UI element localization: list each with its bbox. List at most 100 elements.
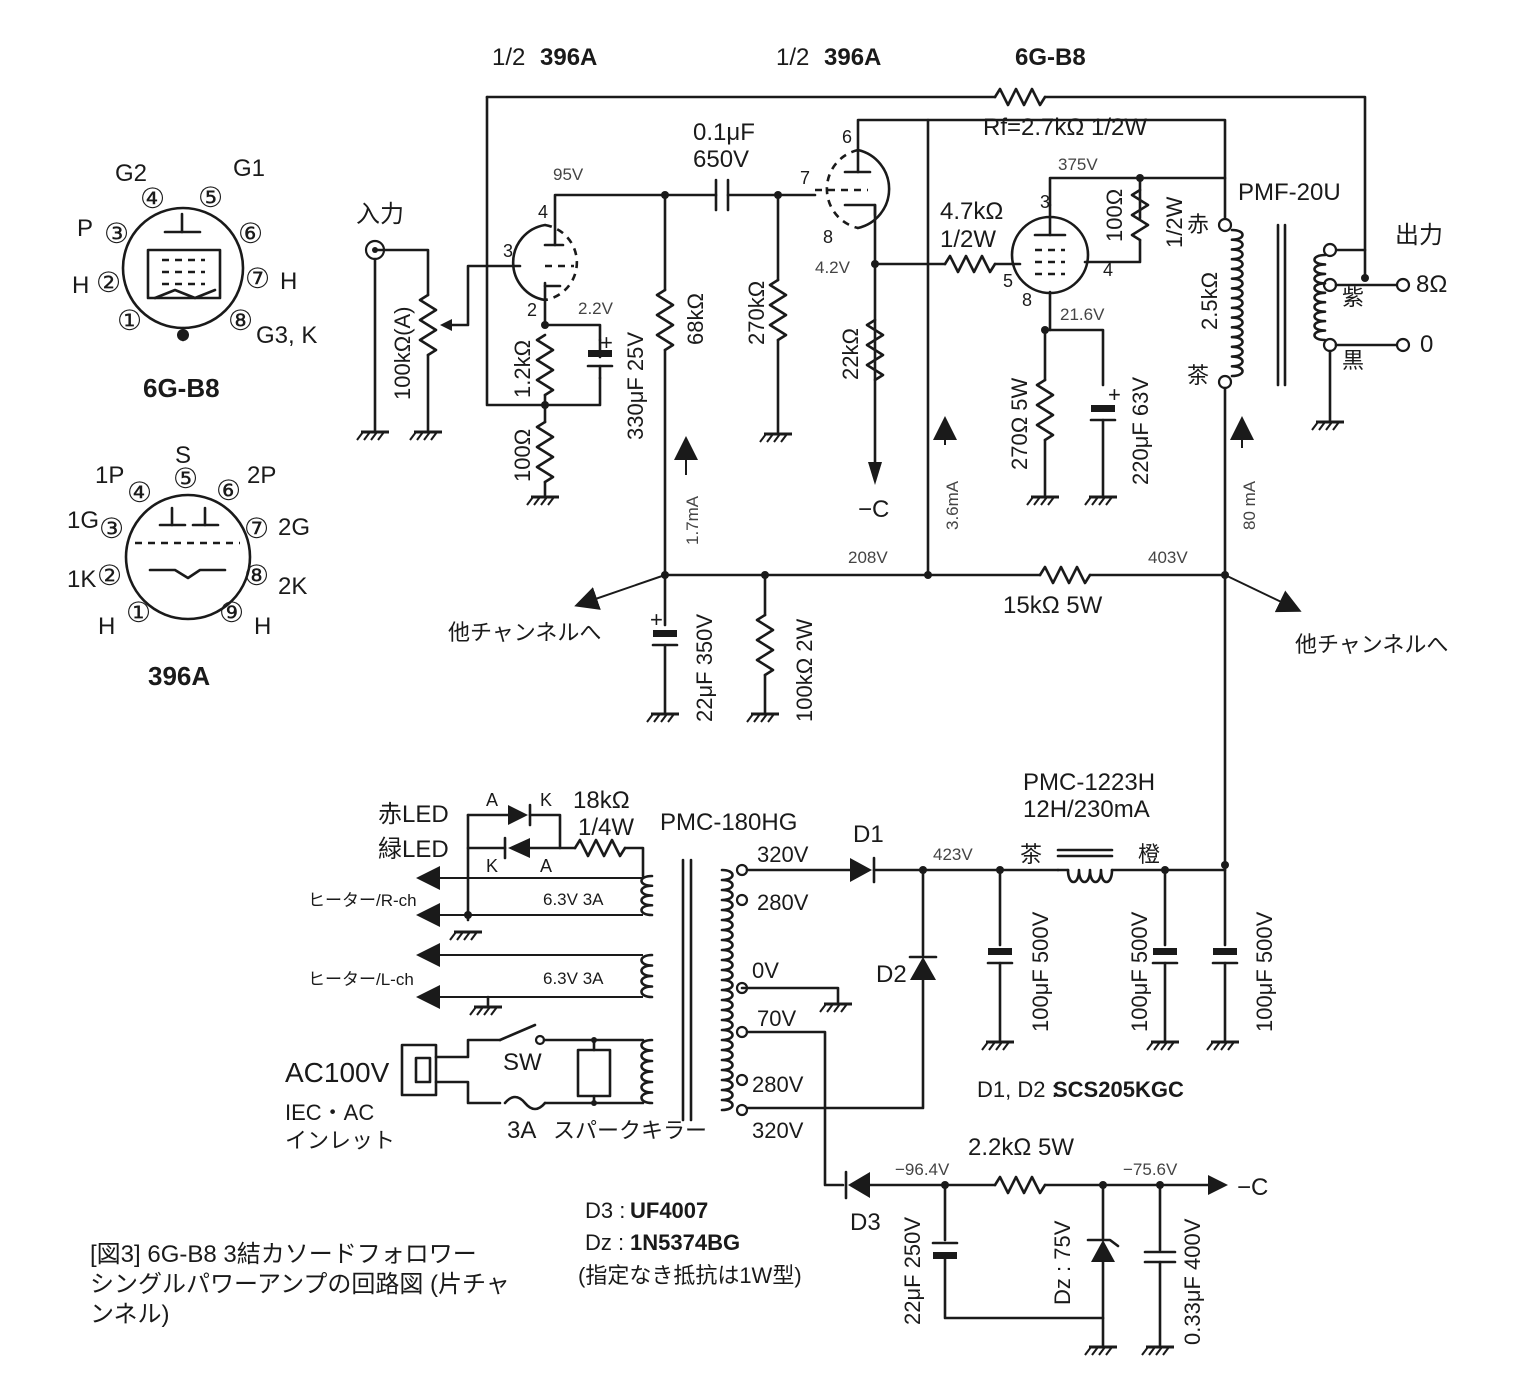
pin-4: ④ <box>127 477 152 508</box>
heater-l-rating: 6.3V 3A <box>543 969 604 988</box>
iec-inlet[interactable] <box>400 1043 438 1097</box>
v3-g2-pin: 4 <box>1103 260 1113 280</box>
v3-g1-pin: 5 <box>1003 271 1013 291</box>
node-423v: 423V <box>933 845 973 864</box>
v3-current: 80 mA <box>1240 480 1259 530</box>
fuse <box>503 1095 547 1111</box>
pin-5: ⑤ <box>198 182 223 213</box>
node-neg-75: −75.6V <box>1123 1160 1178 1179</box>
opt-black-lead: 黒 <box>1342 348 1364 373</box>
v3-grid-resistor-watt: 1/2W <box>940 226 996 253</box>
output-transformer: PMF-20U 出力 8Ω 0 赤 茶 紫 黒 2.5kΩ <box>1187 179 1447 432</box>
v3-cathode-voltage: 21.6V <box>1060 305 1105 324</box>
volume-pot-label: 100kΩ(A) <box>390 307 415 400</box>
neg-resistor-label: 2.2kΩ 5W <box>968 1134 1074 1161</box>
v1-rk-label: 1.2kΩ <box>510 340 535 398</box>
opt-secondary-coil <box>1313 253 1327 342</box>
iec-label-2: インレット <box>285 1128 395 1153</box>
pin-1: ① <box>117 305 142 336</box>
pin-label-h-left: H <box>98 613 115 640</box>
pinout-title-6g-b8: 6G-B8 <box>143 373 220 403</box>
v1-rk2-label: 100Ω <box>510 429 535 482</box>
pin-label-g2: G2 <box>115 160 147 187</box>
pin-6: ⑥ <box>216 475 241 506</box>
power-switch[interactable] <box>498 1023 537 1042</box>
dz-note-part: 1N5374BG <box>630 1230 740 1255</box>
v1-tube: 4 3 2 95V 2.2V <box>503 165 667 327</box>
v3-cathode-pin: 8 <box>1022 290 1032 310</box>
pin-label-s: S <box>175 442 191 469</box>
power-transformer: PMC-180HG 320V 280V 0V 70V 280V 320V <box>660 809 809 1143</box>
coupling-cap-value: 0.1μF <box>693 119 755 146</box>
d2-label: D2 <box>876 961 907 988</box>
iec-label-1: IEC・AC <box>285 1100 374 1125</box>
led-red-label: 赤LED <box>378 801 449 828</box>
v3-plate-voltage: 375V <box>1058 155 1098 174</box>
pin-label-p: P <box>77 215 93 242</box>
led-resistor-watt: 1/4W <box>578 814 634 841</box>
v3-ck-label: 220μF 63V <box>1128 377 1153 485</box>
pin-label-2k: 2K <box>278 573 307 600</box>
d3-note-part: UF4007 <box>630 1198 708 1223</box>
pin-label-h-left: H <box>72 272 89 299</box>
sec-70: 70V <box>757 1006 796 1031</box>
reservoir-cap-a-label: 100μF 500V <box>1028 911 1053 1032</box>
choke-rating: 12H/230mA <box>1023 796 1150 823</box>
pin-2: ② <box>96 267 121 298</box>
output-tap-0: 0 <box>1420 331 1433 358</box>
heater-r-rating: 6.3V 3A <box>543 890 604 909</box>
d12-note-part: SCS205KGC <box>1053 1077 1184 1102</box>
neg-out-label: −C <box>1237 1174 1268 1201</box>
caption-line-2: シングルパワーアンプの回路図 (片チャ <box>90 1271 510 1298</box>
choke-coil <box>1066 868 1114 884</box>
led-red-kathode: K <box>540 790 552 810</box>
heater-l-label: ヒーター/L-ch <box>308 970 414 989</box>
neg-cap2-label: 0.33μF 400V <box>1180 1218 1205 1345</box>
pin-label-1g: 1G <box>67 507 99 534</box>
pin-5: ⑤ <box>173 463 198 494</box>
dz-note-label: Dz : <box>585 1230 624 1255</box>
input-label: 入力 <box>356 201 404 228</box>
dropping-resistor-label: 15kΩ 5W <box>1003 592 1103 619</box>
pin-4: ④ <box>140 183 165 214</box>
v1-plate-voltage: 95V <box>553 165 584 184</box>
v2-current: 3.6mA <box>943 480 962 530</box>
v2-rg-label: 270kΩ <box>744 281 769 345</box>
filter-cap-c-label: 100μF 500V <box>1252 911 1277 1032</box>
choke-name: PMC-1223H <box>1023 769 1155 796</box>
power-transformer-name: PMC-180HG <box>660 809 797 836</box>
resistor-note: (指定なき抵抗は1W型) <box>578 1263 802 1288</box>
v1-rp-label: 68kΩ <box>683 293 708 345</box>
v1-current: 1.7mA <box>683 495 702 545</box>
opt-primary-impedance: 2.5kΩ <box>1197 272 1222 330</box>
pin-8: ⑧ <box>244 560 269 591</box>
pin-label-h-right: H <box>254 613 271 640</box>
caption-line-1: [図3] 6G-B8 3結カソードフォロワー <box>90 1241 477 1268</box>
v1-ck-label: 330μF 25V <box>623 332 648 440</box>
sec-280a: 280V <box>757 890 809 915</box>
pt-primary-coil <box>640 1038 654 1105</box>
choke-in-lead: 茶 <box>1020 842 1042 867</box>
v3-g2-resistor-watt: 1/2W <box>1162 196 1187 248</box>
output-0-terminal[interactable] <box>1395 337 1411 353</box>
bleeder-resistor-label: 100kΩ 2W <box>792 619 817 723</box>
v3-rk-label: 270Ω 5W <box>1007 378 1032 471</box>
pin-2: ② <box>97 560 122 591</box>
led-red-anode: A <box>486 790 498 810</box>
sec-320b: 320V <box>752 1118 804 1143</box>
other-channel-right: 他チャンネルへ <box>1295 632 1448 657</box>
output-tap-8: 8Ω <box>1416 271 1447 298</box>
led-green-label: 緑LED <box>378 836 449 863</box>
pinout-title-396a: 396A <box>148 661 210 691</box>
pt-hv-coil <box>720 868 734 1112</box>
v3-g2-resistor-value: 100Ω <box>1102 189 1127 242</box>
rf-label: Rf=2.7kΩ 1/2W <box>983 114 1147 141</box>
opt-red-lead: 赤 <box>1187 212 1209 237</box>
pin-6: ⑥ <box>238 218 263 249</box>
d1-label: D1 <box>853 821 884 848</box>
pin-label-2p: 2P <box>247 462 276 489</box>
d12-note-label: D1, D2 : <box>977 1077 1058 1102</box>
output-8ohm-terminal[interactable] <box>1395 277 1411 293</box>
switch-label: SW <box>503 1049 542 1076</box>
